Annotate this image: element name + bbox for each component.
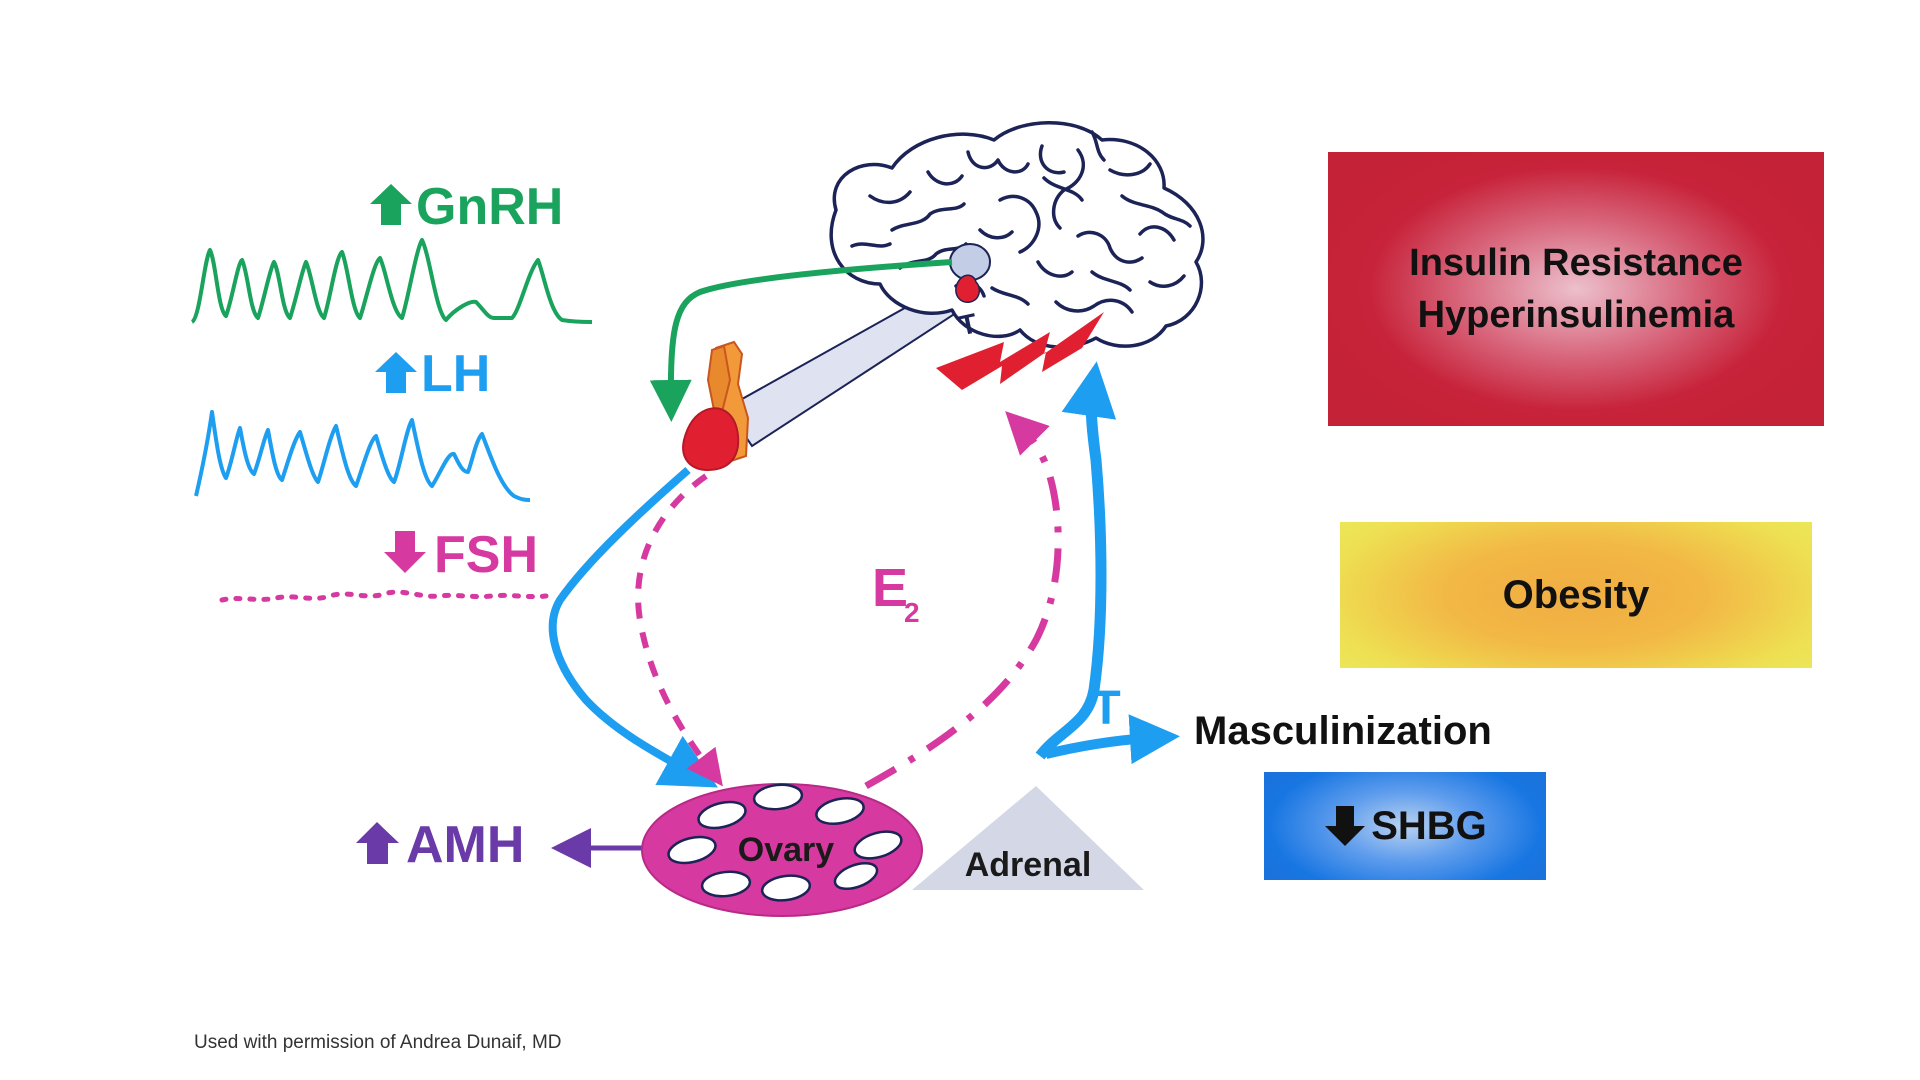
masculinization-label: Masculinization bbox=[1194, 709, 1492, 753]
pituitary-mini-icon bbox=[955, 274, 981, 303]
hyperinsulinemia-line: Hyperinsulinemia bbox=[1417, 294, 1735, 336]
lh-label-group: LH bbox=[375, 345, 490, 403]
t-brain-label: T bbox=[957, 308, 980, 342]
down-arrow-icon bbox=[1325, 806, 1366, 846]
fsh-flat-wave bbox=[219, 589, 549, 603]
insulin-resistance-line: Insulin Resistance bbox=[1409, 242, 1743, 284]
fsh-label-group: FSH bbox=[384, 526, 538, 584]
t-arrow-right bbox=[1044, 714, 1180, 765]
gnrh-label: GnRH bbox=[416, 178, 563, 236]
svg-text:E: E bbox=[872, 558, 908, 618]
credit-line: Used with permission of Andrea Dunaif, M… bbox=[194, 1032, 562, 1053]
gnrh-pulse-wave bbox=[190, 238, 593, 324]
adrenal-icon: Adrenal bbox=[912, 786, 1144, 890]
lightning-icon bbox=[936, 312, 1104, 390]
fsh-label: FSH bbox=[434, 526, 538, 584]
obesity-label: Obesity bbox=[1502, 572, 1650, 617]
ovary-icon: Ovary bbox=[641, 783, 923, 917]
brain-icon bbox=[829, 121, 1205, 349]
lh-label: LH bbox=[421, 345, 490, 403]
down-arrow-icon bbox=[384, 531, 426, 573]
obesity-box: Obesity bbox=[1340, 522, 1812, 668]
gnrh-arrow bbox=[649, 259, 953, 422]
amh-label: AMH bbox=[406, 816, 524, 874]
up-arrow-icon bbox=[356, 822, 399, 864]
amh-label-group: AMH bbox=[356, 816, 524, 874]
svg-text:2: 2 bbox=[904, 597, 920, 628]
shbg-box: SHBG bbox=[1264, 772, 1546, 880]
up-arrow-icon bbox=[370, 184, 412, 225]
ovary-label: Ovary bbox=[738, 831, 834, 869]
lh-pulse-wave bbox=[194, 410, 531, 502]
lh-arrow bbox=[548, 466, 718, 788]
up-arrow-icon bbox=[375, 352, 417, 393]
fsh-arrow bbox=[635, 473, 723, 787]
shbg-label: SHBG bbox=[1371, 803, 1487, 848]
insulin-resistance-box: Insulin Resistance Hyperinsulinemia bbox=[1328, 152, 1824, 426]
e2-label: E 2 bbox=[872, 558, 920, 628]
hypothalamus-icon bbox=[949, 243, 991, 281]
follicles bbox=[667, 783, 903, 902]
e2-arrow bbox=[864, 411, 1062, 790]
pituitary-icon bbox=[682, 340, 750, 472]
adrenal-label: Adrenal bbox=[965, 846, 1092, 884]
t-arrow-label: T bbox=[1091, 682, 1120, 735]
t-arrow-up bbox=[1035, 361, 1117, 760]
gnrh-label-group: GnRH bbox=[370, 178, 563, 236]
